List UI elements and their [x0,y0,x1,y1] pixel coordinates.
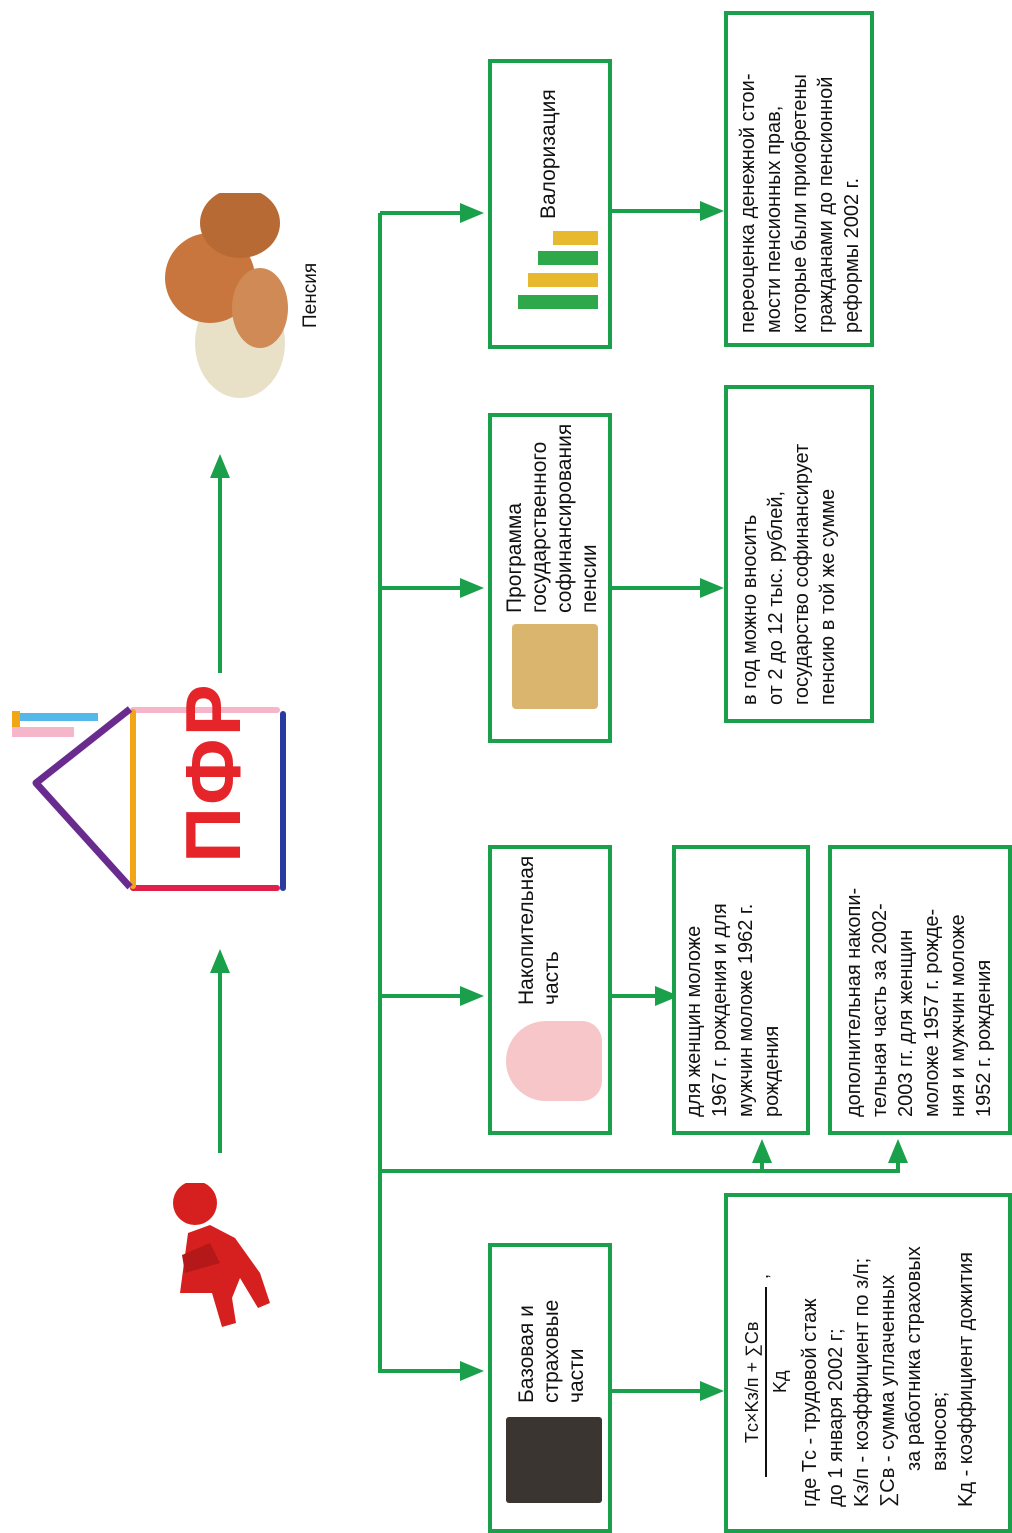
arrow-head [460,203,484,223]
formula-line: взносов; [929,1391,951,1471]
accumulative-desc-line: тельная часть за 2002- [869,903,891,1117]
piggy-bank-image [506,1021,602,1101]
accumulative-desc-box-1: для женщин моложе 1967 г. рождения и для… [672,845,810,1135]
branch-trunk [378,213,382,1373]
formula-denominator: Kд [770,1370,790,1393]
arrow-person-to-house [218,973,222,1153]
formula-box: Tс×Kз/п + ∑Cв Kд , где Tс - трудовой ста… [724,1193,1012,1533]
coin-sprout-image [512,624,598,709]
growth-chart-image [508,227,600,317]
cofinancing-desc-box: в год можно вносить от 2 до 12 тыс. рубл… [724,385,874,723]
valorization-desc-line: гражданами до пенсионной [815,76,837,333]
branch-title: Программа государственного софинансирова… [503,423,601,613]
formula-comma: , [752,1273,772,1279]
valorization-desc-line: мости пенсионных прав, [763,105,785,333]
arrow-base-to-formula [612,1389,708,1393]
arrow-house-to-pension [218,473,222,673]
branch-box-valorization: Валоризация [488,59,612,349]
cofinancing-desc-line: от 2 до 12 тыс. рублей, [765,490,787,705]
accumulative-desc-line: моложе 1957 г. рожде- [921,908,943,1117]
pfr-label: ПФР [169,682,257,863]
accumulative-desc-line: 1967 г. рождения и для [709,903,731,1117]
accumulative-desc-line: ния и мужчин моложе [947,914,969,1117]
pfr-house-icon: ПФР [0,593,300,893]
arrow-head [460,986,484,1006]
formula-numerator: Tс×Kз/п + ∑Cв [742,1321,762,1443]
branch-line-2 [380,994,470,998]
valorization-desc-line: реформы 2002 г. [841,177,863,333]
arrow-head [700,578,724,598]
arrow-head [210,454,230,478]
branch-box-base-insurance: Базовая и страховые части [488,1243,612,1533]
branch-title: Валоризация [537,89,560,219]
branch-box-accumulative: Накопительная часть [488,845,612,1135]
pension-coins-image [165,193,288,398]
formula-line: где Tс - трудовой стаж [799,1298,821,1507]
accum-desc-connector [380,1169,900,1173]
branch-title: Накопительная часть [515,855,563,1005]
branch-title: Базовая и страховые части [515,1299,588,1403]
cofinancing-desc-line: в год можно вносить [739,514,761,705]
arrow-valor-to-desc [612,209,708,213]
arrow-head [210,949,230,973]
formula-line: Kз/п - коэффициент по з/п; [851,1257,873,1507]
arrow-head [460,578,484,598]
branch-line-3 [380,586,470,590]
accumulative-desc-line: 2003 гг. для женщин [895,929,917,1117]
accumulative-desc-line: мужчин моложе 1962 г. [735,903,757,1117]
accumulative-desc-line: для женщин моложе [683,925,705,1117]
arrow-head [752,1139,772,1163]
arrow-cofin-to-desc [612,586,708,590]
arrow-head [700,201,724,221]
accumulative-desc-line: дополнительная накопи- [843,887,865,1117]
accumulative-desc-line: рождения [761,1025,783,1117]
person-figure-image [173,1183,270,1327]
formula-line: Kд - коэффициент дожития [955,1252,977,1507]
accumulative-desc-line: 1952 г. рождения [973,959,995,1117]
formula-line: за работника страховых [903,1246,925,1471]
branch-line-4 [380,211,470,215]
accumulative-desc-box-2: дополнительная накопи- тельная часть за … [828,845,1012,1135]
cofinancing-desc-line: государство софинансирует [791,443,813,705]
formula-line: до 1 января 2002 г; [825,1328,847,1507]
valorization-desc-line: переоценка денежной стои- [737,73,759,334]
formula-fraction-line [765,1287,767,1477]
formula-line: ∑Cв - сумма уплаченных [877,1274,899,1507]
branch-box-cofinancing: Программа государственного софинансирова… [488,413,612,743]
arrow-head [460,1361,484,1381]
cofinancing-desc-line: пенсию в той же сумме [817,488,839,705]
passport-image [506,1417,602,1503]
pension-label: Пенсия [300,262,321,328]
branch-line-1 [380,1369,470,1373]
valorization-desc-line: которые были приобретены [789,74,811,333]
arrow-head [888,1139,908,1163]
valorization-desc-box: переоценка денежной стои- мости пенсионн… [724,11,874,347]
arrow-head [700,1381,724,1401]
